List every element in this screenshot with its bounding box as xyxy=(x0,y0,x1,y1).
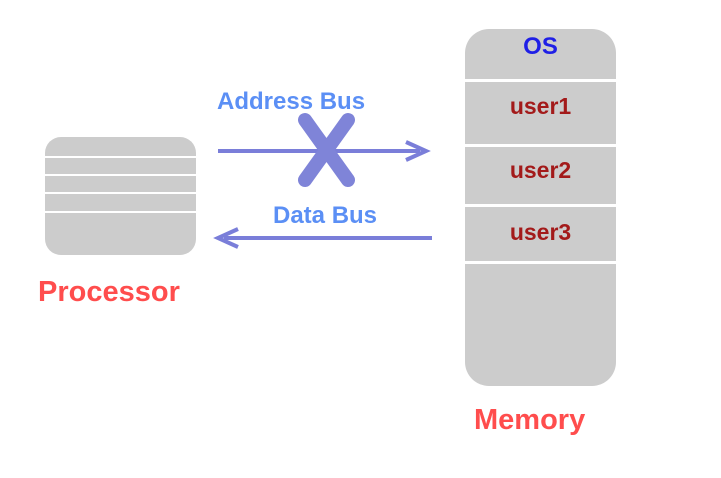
processor-divider xyxy=(45,174,196,176)
memory-divider xyxy=(465,79,616,82)
memory-segment-user3: user3 xyxy=(509,219,572,245)
address-bus-label: Address Bus xyxy=(217,88,366,115)
bus-diagram xyxy=(213,113,432,249)
memory-divider xyxy=(465,204,616,207)
memory-segment-user1: user1 xyxy=(509,93,572,119)
processor-divider xyxy=(45,211,196,213)
processor-block xyxy=(45,137,196,255)
memory-label: Memory xyxy=(474,404,586,436)
data-bus-label: Data Bus xyxy=(273,202,378,229)
processor-label: Processor xyxy=(38,276,180,308)
memory-divider xyxy=(465,261,616,264)
memory-segment-user2: user2 xyxy=(509,157,572,183)
blocked-cross-icon xyxy=(298,113,355,187)
data-bus-arrow xyxy=(213,227,432,249)
memory-os-segment: OS xyxy=(523,33,558,60)
processor-divider xyxy=(45,192,196,194)
memory-divider xyxy=(465,144,616,147)
memory-block: OS user1 user2 user3 xyxy=(465,29,616,386)
processor-divider xyxy=(45,156,196,158)
